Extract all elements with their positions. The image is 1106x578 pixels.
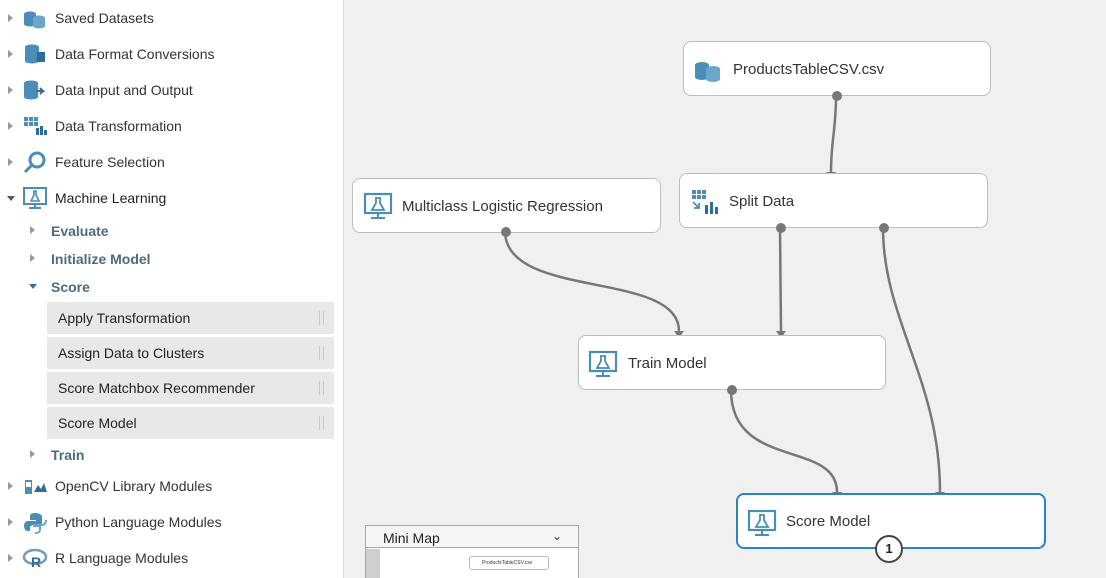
expand-arrow-icon[interactable] — [30, 226, 35, 234]
connection-wire — [503, 230, 681, 332]
category-label: R Language Modules — [55, 550, 189, 566]
node-train-model[interactable]: Train Model — [578, 335, 886, 395]
opencv-icon — [25, 480, 47, 494]
expand-arrow-icon[interactable] — [8, 50, 13, 58]
expand-arrow-icon[interactable] — [30, 254, 35, 262]
node-label: ProductsTableCSV.csv — [733, 61, 885, 78]
collapse-arrow-icon[interactable] — [7, 196, 15, 201]
node-split-data[interactable]: Split Data — [679, 173, 988, 233]
datasets-icon — [24, 11, 45, 29]
category-label: Data Transformation — [55, 118, 182, 134]
category-label: Data Format Conversions — [55, 46, 215, 62]
node-label: Train Model — [628, 355, 707, 372]
output-count-badge[interactable]: 1 — [875, 535, 903, 563]
python-icon — [24, 513, 47, 534]
output-port-right[interactable] — [879, 223, 889, 233]
expand-arrow-icon[interactable] — [8, 14, 13, 22]
category-feature-selection[interactable]: Feature Selection — [0, 144, 344, 180]
mini-map[interactable]: Mini Map ⌄ ProductsTableCSV.csv — [365, 525, 579, 578]
node-products-table-csv[interactable]: ProductsTableCSV.csv — [683, 41, 991, 101]
module-apply-transformation[interactable]: Apply Transformation — [47, 302, 334, 334]
output-port[interactable] — [832, 91, 842, 101]
expand-arrow-icon[interactable] — [8, 554, 13, 562]
category-r[interactable]: R R Language Modules — [0, 540, 344, 576]
subcategory-label: Initialize Model — [51, 251, 151, 267]
node-label: Split Data — [729, 193, 795, 210]
connection-wire — [881, 227, 942, 493]
module-label: Assign Data to Clusters — [58, 345, 205, 361]
model-icon — [363, 192, 393, 219]
subcategory-train[interactable]: Train — [0, 440, 344, 468]
node-label: Score Model — [786, 513, 871, 530]
expand-arrow-icon[interactable] — [8, 158, 13, 166]
module-label: Score Matchbox Recommender — [58, 380, 255, 396]
svg-text:R: R — [31, 554, 41, 570]
dataset-icon — [695, 62, 720, 82]
category-data-input-output[interactable]: Data Input and Output — [0, 72, 344, 108]
category-machine-learning[interactable]: Machine Learning — [0, 180, 344, 216]
drag-handle-icon[interactable] — [319, 381, 324, 395]
arrowhead-icon — [674, 331, 684, 338]
category-label: Saved Datasets — [55, 10, 154, 26]
subcategory-score[interactable]: Score — [0, 272, 344, 300]
expand-arrow-icon[interactable] — [8, 86, 13, 94]
r-icon: R — [22, 548, 48, 570]
subcategory-label: Evaluate — [51, 223, 109, 239]
category-data-transformation[interactable]: Data Transformation — [0, 108, 344, 144]
data-transform-icon — [24, 117, 47, 135]
category-opencv[interactable]: OpenCV Library Modules — [0, 468, 344, 504]
model-icon — [588, 350, 618, 377]
machine-learning-icon — [23, 187, 47, 209]
category-saved-datasets[interactable]: Saved Datasets — [0, 0, 344, 36]
module-score-model[interactable]: Score Model — [47, 407, 334, 439]
connection-wire — [729, 389, 839, 493]
drag-handle-icon[interactable] — [319, 311, 324, 325]
mini-map-header[interactable]: Mini Map ⌄ — [366, 526, 578, 548]
feature-select-icon — [23, 151, 46, 174]
mini-map-node-preview: ProductsTableCSV.csv — [469, 556, 549, 570]
expand-arrow-icon[interactable] — [8, 482, 13, 490]
category-python[interactable]: Python Language Modules — [0, 504, 344, 540]
subcategory-initialize-model[interactable]: Initialize Model — [0, 244, 344, 272]
subcategory-label: Train — [51, 447, 85, 463]
experiment-canvas[interactable]: ProductsTableCSV.csv Multiclass Logistic… — [344, 0, 1106, 578]
category-label: Data Input and Output — [55, 82, 193, 98]
output-port[interactable] — [501, 227, 511, 237]
chevron-down-icon[interactable]: ⌄ — [551, 529, 562, 543]
module-label: Apply Transformation — [58, 310, 191, 326]
arrowhead-icon — [776, 331, 786, 338]
mini-map-scrollbar[interactable] — [366, 549, 380, 578]
category-data-format-conversions[interactable]: Data Format Conversions — [0, 36, 344, 72]
connection-wire — [829, 95, 838, 173]
expand-arrow-icon[interactable] — [8, 518, 13, 526]
transform-icon — [692, 190, 718, 214]
category-label: OpenCV Library Modules — [55, 478, 213, 494]
expand-arrow-icon[interactable] — [8, 122, 13, 130]
category-label: Python Language Modules — [55, 514, 222, 530]
drag-handle-icon[interactable] — [319, 346, 324, 360]
model-icon — [747, 509, 777, 536]
mini-map-title: Mini Map — [383, 530, 440, 546]
node-multiclass-logistic-regression[interactable]: Multiclass Logistic Regression — [352, 178, 661, 237]
module-palette: Saved Datasets Data Format Conversions D… — [0, 0, 344, 578]
output-port-left[interactable] — [776, 223, 786, 233]
category-label: Machine Learning — [55, 190, 167, 206]
data-io-icon — [24, 80, 46, 100]
node-label: Multiclass Logistic Regression — [402, 198, 603, 215]
drag-handle-icon[interactable] — [319, 416, 324, 430]
connection-wire — [778, 227, 783, 332]
module-score-matchbox-recommender[interactable]: Score Matchbox Recommender — [47, 372, 334, 404]
category-label: Feature Selection — [55, 154, 165, 170]
module-label: Score Model — [58, 415, 137, 431]
data-convert-icon — [25, 44, 45, 64]
subcategory-label: Score — [51, 279, 90, 295]
expand-arrow-icon[interactable] — [30, 450, 35, 458]
subcategory-evaluate[interactable]: Evaluate — [0, 216, 344, 244]
collapse-arrow-icon[interactable] — [29, 284, 37, 289]
module-assign-data-to-clusters[interactable]: Assign Data to Clusters — [47, 337, 334, 369]
output-port[interactable] — [727, 385, 737, 395]
